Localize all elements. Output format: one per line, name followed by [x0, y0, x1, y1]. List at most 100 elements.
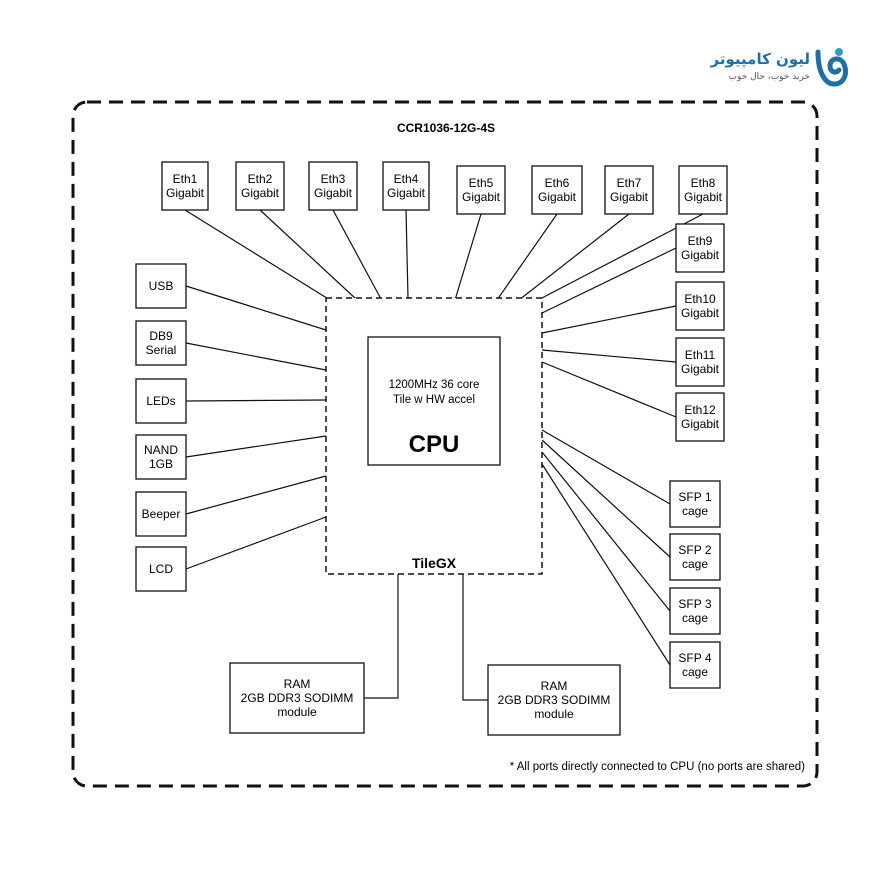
- port-eth4-label-line: Gigabit: [387, 186, 426, 200]
- port-nand-label-line: 1GB: [149, 457, 173, 471]
- port-leds: LEDs: [135, 378, 187, 424]
- port-eth1-frame: [161, 161, 209, 211]
- memory-ram2-label-line: module: [534, 707, 574, 721]
- port-eth6-label-line: Eth6: [545, 176, 570, 190]
- port-eth7-label-line: Gigabit: [610, 190, 649, 204]
- port-eth12-label-line: Gigabit: [681, 417, 720, 431]
- link-eth9: [541, 247, 677, 314]
- link-sfp2: [541, 439, 671, 558]
- port-sfp2-label-line: SFP 2: [678, 543, 711, 557]
- port-eth9-label-line: Eth9: [688, 234, 713, 248]
- link-usb: [185, 285, 327, 331]
- link-eth12: [541, 361, 677, 418]
- port-sfp3-label-line: cage: [682, 611, 708, 625]
- link-eth11: [541, 349, 677, 363]
- tilegx-label: TileGX: [412, 555, 457, 571]
- outer-frame: [71, 100, 819, 788]
- link-sfp4: [541, 463, 671, 666]
- port-eth8-frame: [678, 165, 728, 215]
- port-eth9-label-line: Gigabit: [681, 248, 720, 262]
- port-eth11-label-line: Eth11: [685, 348, 716, 362]
- memory-ram1-label-line: RAM: [284, 677, 311, 691]
- port-eth9-frame: [675, 223, 725, 273]
- port-sfp4-frame: [669, 641, 721, 689]
- link-ram2: [462, 574, 488, 701]
- cpu-name: CPU: [409, 431, 460, 458]
- port-lcd-frame: [135, 546, 187, 592]
- port-db9-serial-label-line: Serial: [146, 343, 177, 357]
- port-eth3-label-line: Gigabit: [314, 186, 353, 200]
- link-sfp3: [541, 451, 671, 612]
- link-eth5: [454, 213, 482, 301]
- port-eth3-label-line: Eth3: [321, 172, 346, 186]
- port-eth2-label-line: Gigabit: [241, 186, 280, 200]
- port-eth1-label-line: Eth1: [173, 172, 198, 186]
- port-eth5-label-line: Eth5: [469, 176, 494, 190]
- link-eth2: [259, 209, 357, 300]
- port-sfp1-label-line: cage: [682, 504, 708, 518]
- link-beeper: [185, 475, 327, 515]
- link-eth6: [496, 213, 558, 301]
- port-sfp2-label-line: cage: [682, 557, 708, 571]
- footnote: * All ports directly connected to CPU (n…: [510, 761, 805, 773]
- port-beeper: Beeper: [135, 491, 187, 537]
- port-eth11-label-line: Gigabit: [681, 362, 720, 376]
- port-usb-frame: [135, 263, 187, 309]
- memory-ram1-label-line: module: [277, 705, 317, 719]
- link-eth7: [518, 213, 630, 301]
- port-eth7-label-line: Eth7: [617, 176, 642, 190]
- port-beeper-frame: [135, 491, 187, 537]
- port-eth10-label-line: Eth10: [684, 292, 716, 306]
- port-sfp1-frame: [669, 480, 721, 528]
- port-lcd: LCD: [135, 546, 187, 592]
- memory-ram2-label-line: 2GB DDR3 SODIMM: [498, 693, 611, 707]
- port-eth8-label-line: Eth8: [691, 176, 716, 190]
- link-sfp1: [541, 429, 671, 505]
- link-lcd: [185, 516, 327, 570]
- port-eth8-label-line: Gigabit: [684, 190, 723, 204]
- cpu-spec-line1: 1200MHz 36 core: [389, 379, 480, 391]
- port-eth10-frame: [675, 281, 725, 331]
- port-leds-frame: [135, 378, 187, 424]
- logo-mark-icon: [815, 48, 849, 87]
- cpu-core-box: [367, 336, 501, 466]
- port-eth10-label-line: Gigabit: [681, 306, 720, 320]
- port-beeper-label-line: Beeper: [142, 507, 181, 521]
- port-sfp4-label-line: cage: [682, 665, 708, 679]
- port-eth2-frame: [235, 161, 285, 211]
- port-db9-serial-label-line: DB9: [149, 329, 173, 343]
- port-eth5-label-line: Gigabit: [462, 190, 501, 204]
- link-leds: [185, 399, 327, 402]
- port-db9-serial-frame: [135, 320, 187, 366]
- link-ram1: [364, 574, 399, 699]
- port-eth5-frame: [456, 165, 506, 215]
- port-eth6-label-line: Gigabit: [538, 190, 577, 204]
- port-eth7-frame: [604, 165, 654, 215]
- port-sfp3-label-line: SFP 3: [678, 597, 711, 611]
- port-eth12-label-line: Eth12: [684, 403, 716, 417]
- memory-ram1-frame: [229, 662, 365, 734]
- logo-title: لیون کامپیوتر: [710, 50, 810, 68]
- port-eth2-label-line: Eth2: [248, 172, 273, 186]
- port-eth3-frame: [308, 161, 358, 211]
- link-eth10: [541, 305, 677, 334]
- port-usb: USB: [135, 263, 187, 309]
